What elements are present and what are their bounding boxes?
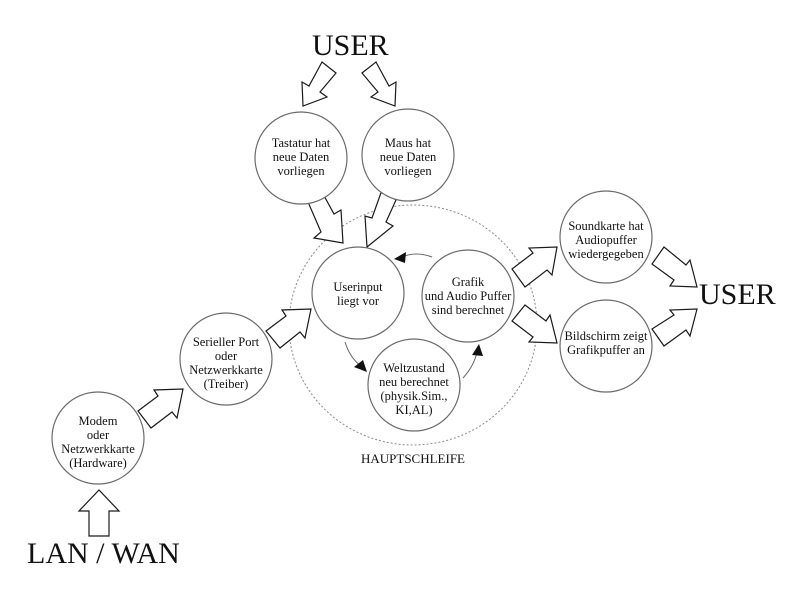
flow-head-to-world [354, 360, 367, 372]
node-world-line-1: Weltzustand [383, 361, 445, 375]
arrow-buffers-to-soundcard [511, 246, 558, 288]
user-right-label: USER [699, 278, 776, 311]
arrow-buffers-to-screen [511, 304, 558, 344]
node-world-line-2: neu berechnet [379, 375, 449, 389]
node-modem: Modem oder Netzwerkkarte (Hardware) [51, 391, 145, 485]
arrow-mouse-to-userinput [364, 189, 397, 249]
node-modem-line-2: oder [87, 428, 110, 442]
node-soundcard: Soundkarte hat Audiopuffer wiedergegeben [559, 190, 653, 284]
node-screen-line-1: Bildschirm zeigt [565, 329, 648, 343]
flow-world-to-buffers [462, 351, 478, 379]
node-buffers-line-1: Grafik [452, 275, 485, 289]
arrow-soundcard-to-user [651, 246, 698, 288]
node-serial-line-1: Serieller Port [193, 335, 260, 349]
node-keyboard-line-3: vorliegen [277, 164, 325, 178]
node-screen: Bildschirm zeigt Grafikpuffer an [559, 299, 653, 393]
node-userinput: Userinput liegt vor [311, 246, 405, 340]
node-screen-line-2: Grafikpuffer an [567, 343, 646, 357]
node-mouse-line-2: neue Daten [380, 150, 437, 164]
node-serial-line-4: (Treiber) [204, 377, 249, 391]
node-userinput-line-2: liegt vor [337, 294, 380, 308]
flow-head-to-buffers [472, 344, 483, 356]
node-modem-line-1: Modem [79, 414, 118, 428]
node-keyboard-line-2: neue Daten [273, 150, 330, 164]
arrow-serial-to-userinput [265, 308, 312, 349]
network-label: LAN / WAN [27, 537, 180, 570]
user-top-label: USER [312, 29, 389, 62]
main-loop-label: HAUPTSCHLEIFE [361, 451, 465, 466]
node-keyboard-line-1: Tastatur hat [272, 136, 331, 150]
node-soundcard-line-1: Soundkarte hat [568, 219, 644, 233]
flow-buffers-to-userinput [401, 253, 433, 258]
node-serial-line-2: oder [215, 349, 238, 363]
node-modem-line-3: Netzwerkkarte [61, 442, 135, 456]
node-soundcard-line-2: Audiopuffer [575, 233, 637, 247]
arrow-user-to-keyboard [301, 61, 337, 107]
node-buffers: Grafik und Audio Puffer sind berechnet [421, 249, 515, 343]
node-mouse: Maus hat neue Daten vorliegen [361, 108, 455, 202]
node-serial-port: Serieller Port oder Netzwerkkarte (Treib… [179, 312, 273, 406]
node-soundcard-line-3: wiedergegeben [568, 247, 644, 261]
arrow-user-to-mouse [361, 61, 397, 107]
node-world-line-3: (physik.Sim., [380, 389, 447, 403]
arrow-modem-to-serial [137, 388, 184, 429]
arrow-network-to-modem [77, 489, 121, 537]
node-buffers-line-3: sind berechnet [432, 303, 505, 317]
node-serial-line-3: Netzwerkkarte [189, 363, 263, 377]
node-mouse-line-1: Maus hat [385, 136, 432, 150]
node-world-state: Weltzustand neu berechnet (physik.Sim., … [367, 338, 461, 432]
node-userinput-line-1: Userinput [333, 280, 383, 294]
node-modem-line-4: (Hardware) [69, 456, 127, 470]
node-mouse-line-3: vorliegen [384, 164, 432, 178]
node-buffers-line-2: und Audio Puffer [425, 289, 512, 303]
node-keyboard: Tastatur hat neue Daten vorliegen [254, 111, 348, 205]
flow-userinput-to-world [344, 341, 362, 367]
arrow-screen-to-user [651, 308, 698, 347]
node-world-line-4: KI,AL) [395, 403, 432, 417]
flow-head-to-userinput [394, 252, 406, 263]
